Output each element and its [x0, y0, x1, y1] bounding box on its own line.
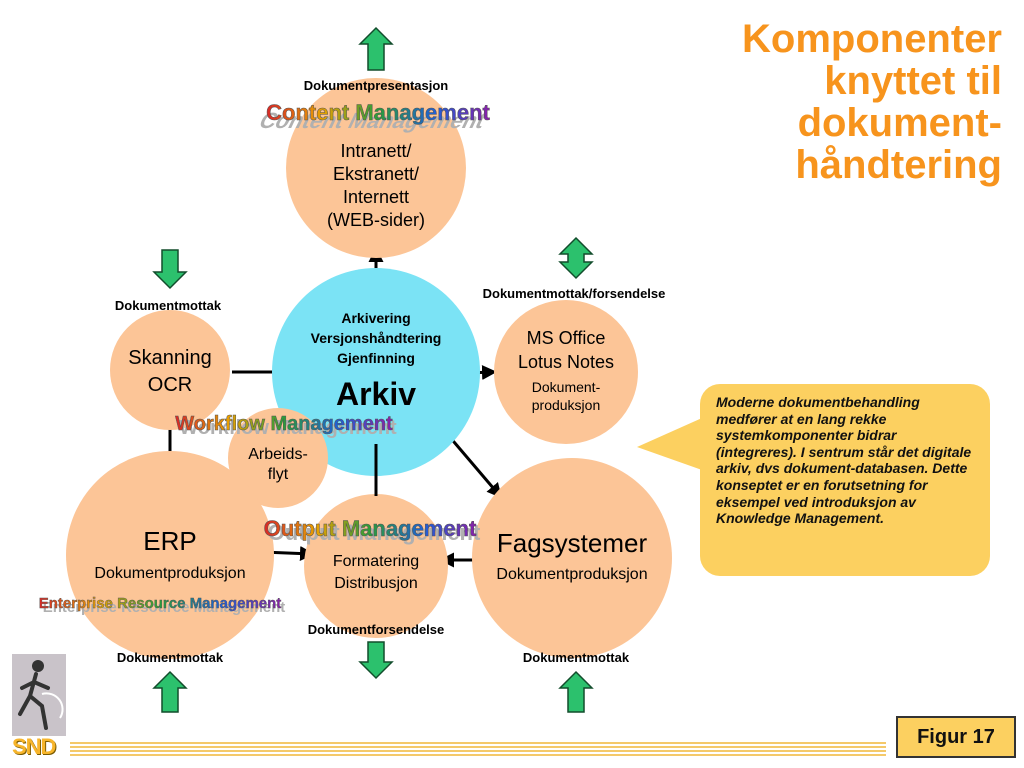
title-line-4: håndtering [795, 143, 1002, 187]
figure-label: Figur 17 [896, 716, 1016, 758]
msoffice-node [494, 300, 638, 444]
fagsystemer-main: Fagsystemer [497, 528, 648, 558]
workflow-management-shadow: Workflow Management [179, 417, 397, 439]
arkiv-sub-2: Versjonshåndtering [311, 330, 442, 346]
info-box: Moderne dokumentbehandling medfører at e… [700, 384, 990, 576]
skanning-line-1: Skanning [128, 347, 211, 369]
content-management-shadow: Content Management [255, 108, 490, 133]
logo-image [12, 654, 66, 736]
skanning-line-2: OCR [148, 374, 192, 396]
title-line-2: knyttet til [824, 59, 1002, 103]
output-management-label: Output Management [264, 516, 477, 541]
intranett-line-2: Ekstranett/ [333, 164, 419, 184]
label-dokumentmottak-bottom-left: Dokumentmottak [117, 650, 224, 665]
formatering-line-1: Formatering [333, 553, 419, 570]
fagsystemer-sub: Dokumentproduksjon [496, 566, 647, 583]
green-arrow-up-bottom-right [558, 670, 594, 713]
workflow-management-label: Workflow Management [175, 413, 393, 435]
arkiv-node [272, 268, 480, 476]
formatering-node [304, 494, 448, 638]
label-dokumentforsendelse: Dokumentforsendelse [308, 622, 445, 637]
intranett-node [286, 78, 466, 258]
label-dokumentpresentasjon: Dokumentpresentasjon [304, 78, 449, 93]
label-dokumentmottak-forsendelse: Dokumentmottak/forsendelse [483, 286, 666, 301]
arkiv-sub-1: Arkivering [341, 310, 410, 326]
erp-main: ERP [143, 526, 196, 556]
erp-sub: Dokumentproduksjon [94, 565, 245, 582]
runner-icon [18, 660, 64, 730]
arbeidsflyt-line-1: Arbeids- [248, 446, 308, 463]
erm-shadow: Enterprise Resource Management [43, 599, 286, 616]
callout-pointer [637, 418, 702, 470]
footer-stripes [70, 742, 886, 756]
green-arrow-down-bottom [358, 641, 394, 680]
arkiv-main: Arkiv [336, 376, 416, 412]
arkiv-sub-3: Gjenfinning [337, 350, 415, 366]
green-arrow-up-bottom-left [152, 670, 188, 713]
msoffice-line-2: Lotus Notes [518, 352, 614, 372]
intranett-line-4: (WEB-sider) [327, 210, 425, 230]
logo-text: SND [12, 734, 56, 759]
arbeidsflyt-line-2: flyt [268, 466, 289, 483]
output-management-shadow: Output Management [268, 520, 481, 545]
erm-label: Enterprise Resource Management [39, 595, 282, 612]
skanning-node [110, 310, 230, 430]
title-line-1: Komponenter [742, 17, 1002, 61]
msoffice-sub-2: produksjon [532, 397, 601, 413]
fagsystemer-node [472, 458, 672, 658]
formatering-line-2: Distribusjon [334, 575, 418, 592]
msoffice-sub-1: Dokument- [532, 379, 601, 395]
intranett-line-3: Internett [343, 187, 409, 207]
msoffice-line-1: MS Office [527, 328, 606, 348]
green-arrow-up-top [358, 26, 394, 71]
title-line-3: dokument- [797, 101, 1002, 145]
intranett-line-1: Intranett/ [340, 141, 411, 161]
green-arrow-updown-right [558, 236, 594, 280]
label-dokumentmottak-bottom-right: Dokumentmottak [523, 650, 630, 665]
green-arrow-down-left [152, 249, 188, 290]
arbeidsflyt-node [228, 408, 328, 508]
erp-node [66, 451, 274, 659]
content-management-label: Content Management [266, 100, 490, 125]
label-dokumentmottak-left: Dokumentmottak [115, 298, 222, 313]
